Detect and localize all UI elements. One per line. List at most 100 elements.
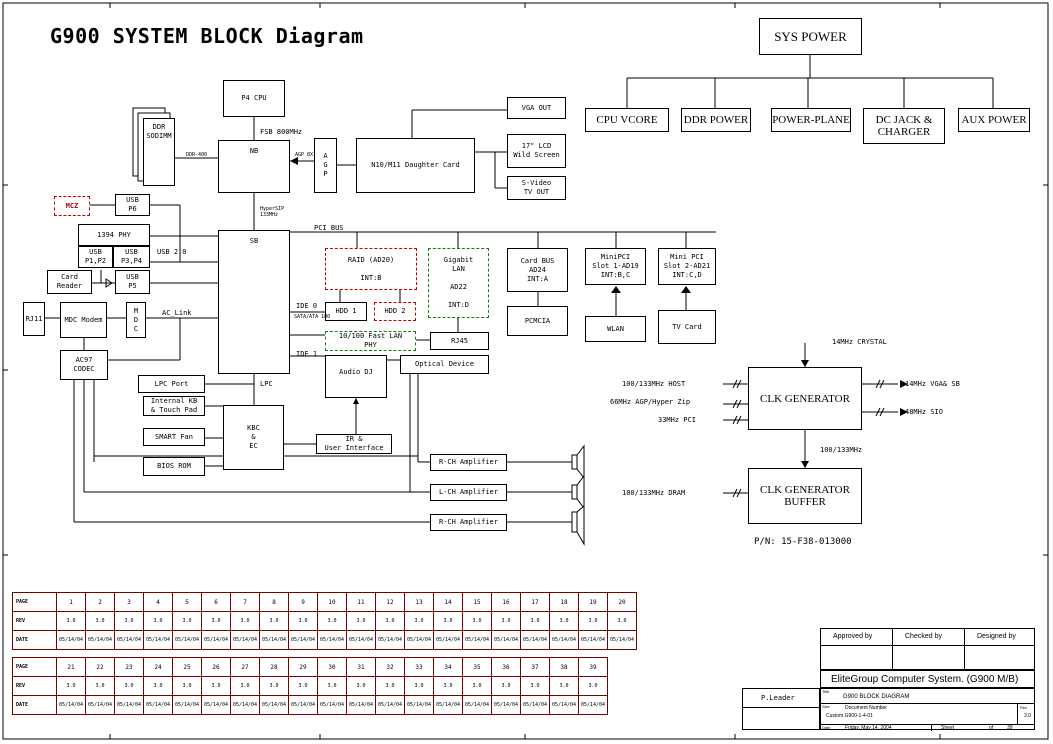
- host-clock-label: 100/133MHz HOST: [622, 380, 686, 388]
- svideo-box: S-Video TV OUT: [507, 176, 566, 200]
- aux-power-box: AUX POWER: [958, 108, 1030, 132]
- revision-cell: 3.0: [201, 676, 231, 696]
- agp8x-label: AGP 8X: [295, 152, 314, 158]
- mdc-box: M D C: [126, 302, 146, 338]
- page-number-cell: 10: [317, 592, 347, 612]
- revision-cell: 3.0: [114, 676, 144, 696]
- ac-link-label: AC_Link: [162, 309, 192, 317]
- page-number-cell: 30: [317, 657, 347, 677]
- page-number-cell: 20: [607, 592, 637, 612]
- revision-cell: 3.0: [56, 611, 86, 631]
- rev-label: Rev: [1020, 705, 1028, 710]
- date-cell: 05/14/04: [578, 695, 608, 715]
- page-number-cell: 11: [346, 592, 376, 612]
- nb-box: NB: [218, 140, 290, 193]
- rj45-box: RJ45: [430, 332, 489, 350]
- date-label: Date: [822, 725, 831, 730]
- vga-sb-clock-label: 14MHz VGA& SB: [905, 380, 960, 388]
- lpc-label: LPC: [260, 380, 273, 388]
- date-cell: 05/14/04: [549, 695, 579, 715]
- part-number: P/N: 15-F38-013000: [754, 537, 852, 547]
- page-number-cell: 23: [114, 657, 144, 677]
- sheet-label: Sheet: [941, 725, 955, 731]
- doc-number-value: Custom G900-1-4-01: [826, 713, 873, 719]
- page-number-cell: 18: [549, 592, 579, 612]
- revision-row-label: DATE: [12, 695, 57, 715]
- checked-by-label: Checked by: [905, 633, 942, 640]
- revision-cell: 3.0: [172, 676, 202, 696]
- internal-kb-box: Internal KB & Touch Pad: [143, 396, 205, 416]
- date-cell: 05/14/04: [404, 695, 434, 715]
- revision-cell: 3.0: [578, 676, 608, 696]
- pci-bus-label: PCI BUS: [314, 224, 344, 232]
- bios-rom-box: BIOS ROM: [143, 457, 205, 476]
- rj11-box: RJ11: [23, 302, 45, 336]
- revision-cell: 3.0: [114, 611, 144, 631]
- page-number-cell: 5: [172, 592, 202, 612]
- date-cell: 05/14/04: [433, 695, 463, 715]
- page-number-cell: 39: [578, 657, 608, 677]
- gigabit-lan-box: Gigabit LAN AD22 INT:D: [428, 248, 489, 318]
- date-cell: 05/14/04: [172, 630, 202, 650]
- usb-p5-box: USB P5: [115, 270, 150, 294]
- title-value: G900 BLOCK DIAGRAM: [843, 694, 910, 700]
- pci-clock-label: 33MHz PCI: [658, 416, 696, 424]
- page-number-cell: 26: [201, 657, 231, 677]
- wlan-box: WLAN: [585, 316, 646, 342]
- ide0-sub-label: SATA/ATA 100: [294, 314, 331, 320]
- phy-1394-box: 1394 PHY: [78, 224, 150, 246]
- usb20-label: USB 2.0: [157, 248, 187, 256]
- page-number-cell: 24: [143, 657, 173, 677]
- revision-cell: 3.0: [230, 611, 260, 631]
- page-number-cell: 19: [578, 592, 608, 612]
- page-number-cell: 31: [346, 657, 376, 677]
- page-number-cell: 14: [433, 592, 463, 612]
- revision-cell: 3.0: [172, 611, 202, 631]
- date-cell: 05/14/04: [433, 630, 463, 650]
- date-cell: 05/14/04: [230, 630, 260, 650]
- cpu-box: P4 CPU: [223, 80, 285, 117]
- page-number-cell: 21: [56, 657, 86, 677]
- page-number-cell: 35: [462, 657, 492, 677]
- page-number-cell: 33: [404, 657, 434, 677]
- page-title: G900 SYSTEM BLOCK Diagram: [50, 24, 364, 48]
- daughter-card-box: N10/M11 Daughter Card: [356, 138, 475, 193]
- drawn-by-block: P.Leader: [742, 688, 820, 730]
- date-cell: 05/14/04: [85, 630, 115, 650]
- sheet-info-block: Title G900 BLOCK DIAGRAM Size Document N…: [820, 688, 1035, 731]
- company-name: EliteGroup Computer System. (G900 M/B): [831, 674, 1019, 685]
- page-number-cell: 6: [201, 592, 231, 612]
- page-number-cell: 7: [230, 592, 260, 612]
- page-number-cell: 1: [56, 592, 86, 612]
- revision-cell: 3.0: [578, 611, 608, 631]
- date-cell: 05/14/04: [230, 695, 260, 715]
- revision-cell: 3.0: [143, 676, 173, 696]
- revision-cell: 3.0: [462, 611, 492, 631]
- ac97-codec-box: AC97 CODEC: [60, 350, 108, 380]
- page-number-cell: 25: [172, 657, 202, 677]
- revision-cell: 3.0: [491, 676, 521, 696]
- ide0-label: IDE 0: [296, 302, 318, 310]
- raid-box: RAID (AD20) INT:B: [325, 248, 417, 290]
- agp-box: A G P: [314, 138, 337, 193]
- revision-cell: 3.0: [317, 611, 347, 631]
- revision-cell: 3.0: [259, 676, 289, 696]
- revision-row-label: REV: [12, 676, 57, 696]
- hdd1-box: HDD 1: [325, 302, 367, 321]
- date-cell: 05/14/04: [520, 695, 550, 715]
- speaker-icon: [571, 504, 585, 546]
- revision-cell: 3.0: [433, 676, 463, 696]
- revision-cell: 3.0: [143, 611, 173, 631]
- sheet-total: 39: [1007, 725, 1013, 731]
- date-cell: 05/14/04: [114, 630, 144, 650]
- ir-user-interface-box: IR & User Interface: [316, 434, 392, 454]
- revision-row-label: PAGE: [12, 657, 57, 677]
- revision-cell: 3.0: [317, 676, 347, 696]
- date-cell: 05/14/04: [375, 630, 405, 650]
- pcmcia-box: PCMCIA: [507, 306, 568, 336]
- date-cell: 05/14/04: [549, 630, 579, 650]
- date-cell: 05/14/04: [56, 695, 86, 715]
- power-plane-box: POWER-PLANE: [771, 108, 851, 132]
- date-cell: 05/14/04: [607, 630, 637, 650]
